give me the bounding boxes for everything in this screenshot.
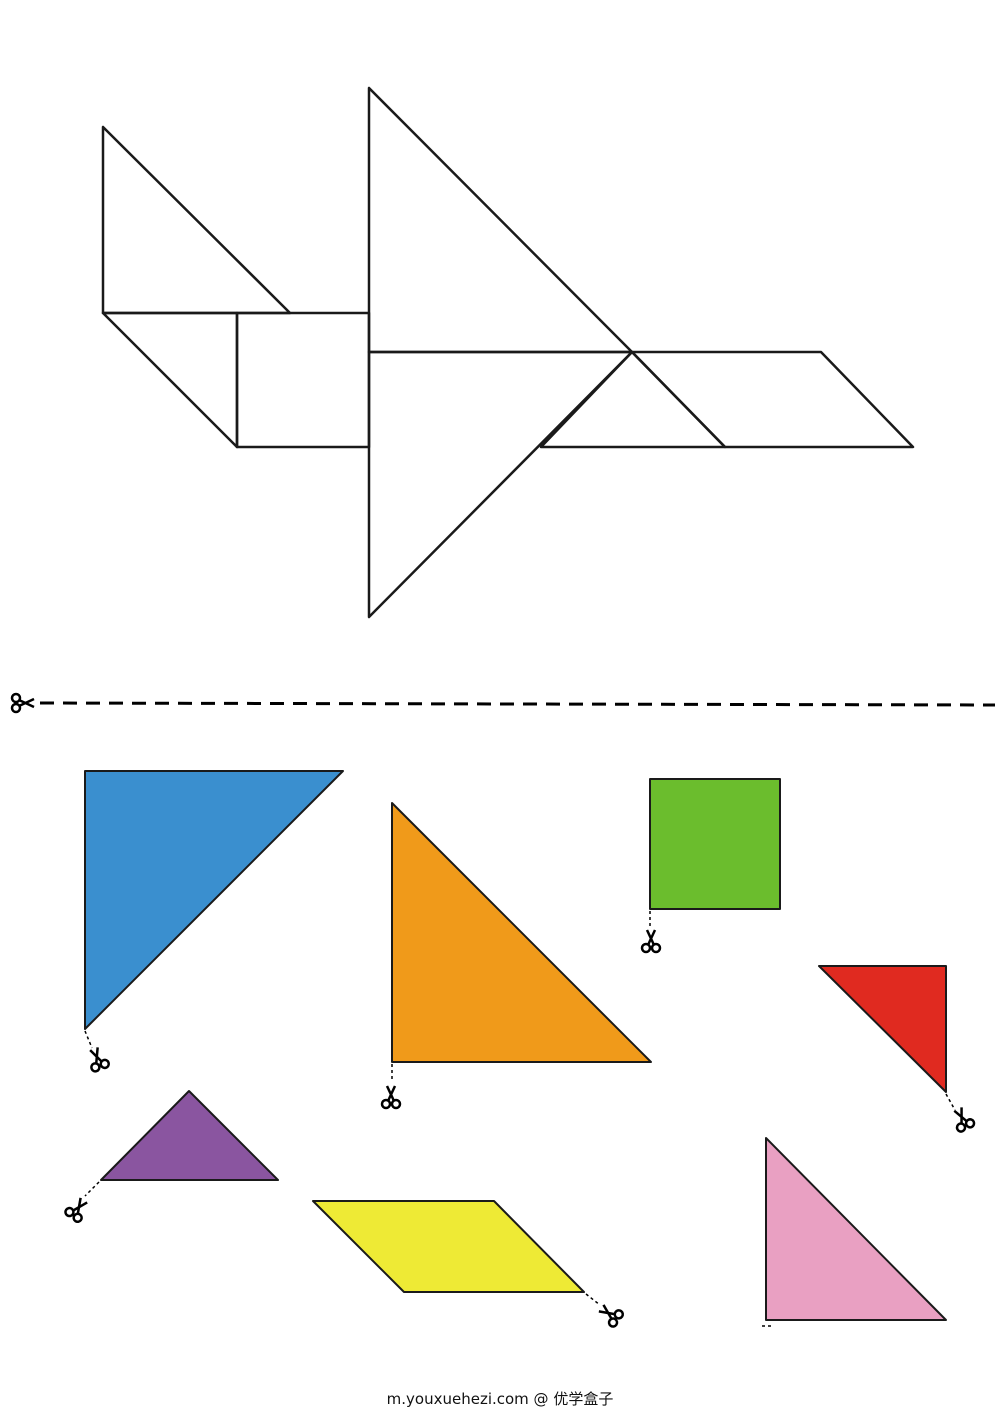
outline-small-triangle (539, 350, 727, 449)
scissors-icon (640, 928, 662, 954)
green-square[interactable] (649, 778, 781, 910)
outline-tail-lower-triangle (101, 311, 239, 449)
outline-square (235, 311, 371, 449)
scissors-icon (380, 1084, 402, 1110)
tangram-pieces (84, 770, 947, 1321)
cut-marks (84, 911, 956, 1306)
outline-parallelogram (630, 350, 915, 449)
scissors-icon (62, 1193, 93, 1225)
pink-medium-triangle[interactable] (765, 1137, 947, 1321)
scissors-icon (594, 1299, 626, 1330)
purple-small-triangle[interactable] (100, 1090, 279, 1181)
outline-large-triangle-bottom (367, 350, 634, 619)
scissors-icon (84, 1044, 112, 1074)
footer-credit: m.youxuehezi.com @ 优学盒子 (386, 1390, 614, 1408)
outline-large-triangle-top (367, 86, 634, 354)
airplane-outline (101, 86, 915, 619)
scissors-icon (948, 1104, 977, 1135)
outline-tail-triangle (101, 125, 292, 315)
blue-large-triangle[interactable] (84, 770, 344, 1030)
yellow-parallelogram[interactable] (312, 1200, 585, 1293)
scissors-icon (10, 692, 36, 714)
red-small-triangle[interactable] (818, 965, 947, 1093)
cut-line (10, 692, 996, 714)
orange-large-triangle[interactable] (391, 802, 652, 1063)
